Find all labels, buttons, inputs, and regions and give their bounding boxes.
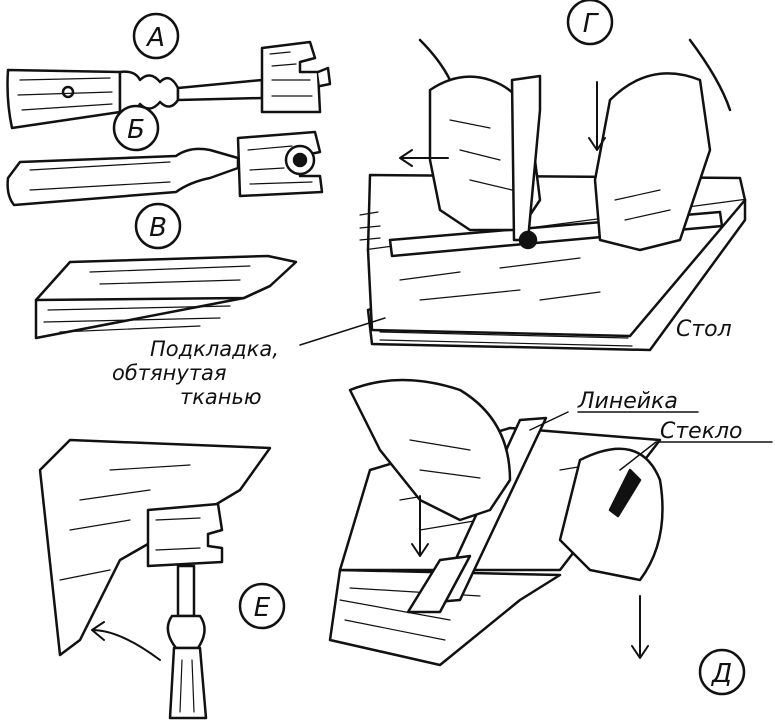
label-g: Г (583, 9, 600, 39)
label-v-marker: В (134, 202, 182, 250)
label-d-marker: Д (698, 648, 746, 696)
label-lineyka: Линейка (577, 389, 678, 414)
panel-d-breaking (328, 378, 664, 667)
panel-v-wooden-bar (34, 254, 298, 340)
leader-steklo (619, 441, 773, 471)
panel-e-edge-breaking (38, 438, 272, 720)
label-a-marker: А (132, 12, 180, 60)
panel-b-glass-cutter (6, 130, 324, 207)
leader-podkladka (299, 317, 386, 346)
label-steklo: Стекло (660, 419, 743, 444)
label-e-marker: Е (238, 582, 286, 630)
label-b: Б (127, 115, 145, 145)
label-podkladka-2: обтянутая (112, 361, 227, 385)
panel-g-cutting (359, 38, 747, 352)
label-b-marker: Б (112, 104, 160, 152)
label-d: Д (711, 659, 732, 689)
label-podkladka-3: тканью (180, 385, 262, 409)
label-podkladka-1: Подкладка, (150, 337, 279, 361)
label-stol: Стол (676, 317, 732, 342)
label-v: В (149, 213, 167, 243)
leader-lineyka (529, 411, 699, 431)
label-e: Е (254, 593, 271, 623)
label-a: А (145, 23, 165, 53)
label-g-marker: Г (566, 0, 614, 46)
panel-a-glass-cutter (6, 40, 332, 130)
